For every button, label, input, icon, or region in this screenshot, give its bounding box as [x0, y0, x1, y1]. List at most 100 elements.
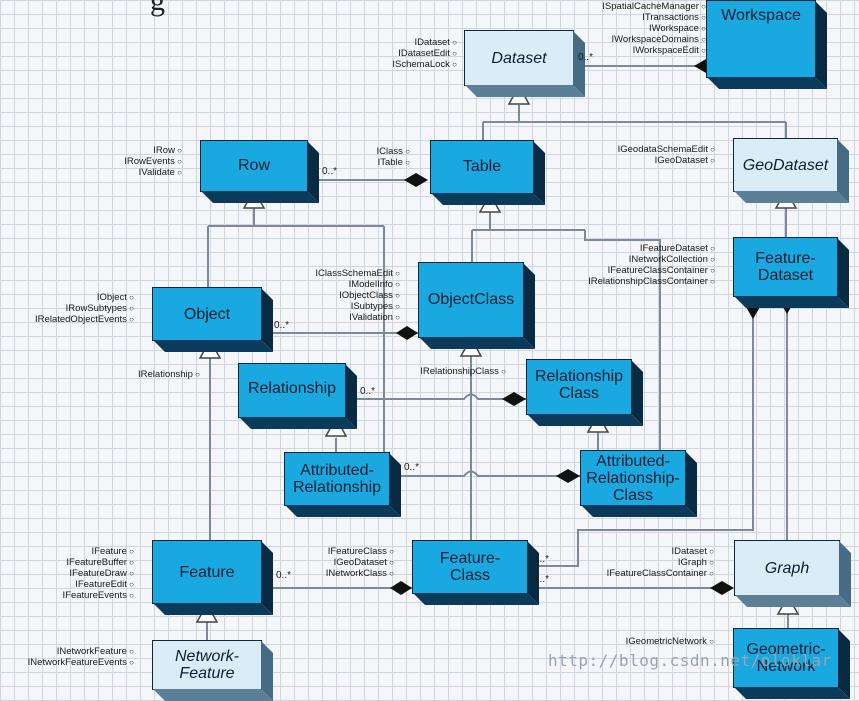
interface-label: IFeatureDataset ○ [639, 243, 715, 254]
interface-label: IFeature ○ [91, 546, 134, 557]
inherit-row-tree [207, 208, 385, 452]
interface-label: INetworkClass ○ [325, 568, 394, 579]
class-attributed-relationship[interactable]: Attributed- Relationship [284, 452, 390, 506]
watermark: http://blog.csdn.net/oloklar [548, 651, 832, 670]
diamond-relclass [502, 392, 526, 406]
lollipop-icon: ○ [126, 304, 134, 313]
interface-label: IRelatedObjectEvents ○ [35, 314, 134, 325]
class-featureclass[interactable]: Feature- Class [412, 540, 528, 594]
class-feature-dataset[interactable]: Feature- Dataset [733, 237, 838, 297]
class-feature[interactable]: Feature [152, 540, 262, 604]
lollipop-icon: ○ [386, 558, 394, 567]
interface-label: IFeatureBuffer ○ [66, 557, 134, 568]
lollipop-icon: ○ [707, 255, 715, 264]
lollipop-icon: ○ [126, 658, 134, 667]
lollipop-icon: ○ [707, 244, 715, 253]
lollipop-icon: ○ [707, 277, 715, 286]
lollipop-icon: ○ [126, 293, 134, 302]
interfaces-dataset: IDataset ○IDatasetEdit ○ISchemaLock ○ [392, 37, 457, 70]
lollipop-icon: ○ [392, 280, 400, 289]
lollipop-icon: ○ [126, 647, 134, 656]
assoc-relationship-relclass [356, 393, 526, 400]
lollipop-icon: ○ [707, 156, 715, 165]
interface-label: IRowSubtypes ○ [65, 303, 134, 314]
diamond-graph [710, 581, 734, 595]
lollipop-icon: ○ [174, 146, 182, 155]
interface-label: INetworkFeatureEvents ○ [27, 657, 134, 668]
title-fragment: g [150, 0, 165, 17]
interfaces-featureclass: IFeatureClass ○IGeoDataset ○INetworkClas… [326, 546, 394, 579]
lollipop-icon: ○ [402, 158, 410, 167]
class-attributed-relationship-class[interactable]: Attributed- Relationship- Class [580, 450, 686, 506]
interface-label: IGraph ○ [677, 557, 714, 568]
class-objectclass[interactable]: ObjectClass [418, 262, 524, 338]
interfaces-feature-dataset: IFeatureDataset ○INetworkCollection ○IFe… [588, 243, 715, 287]
interface-label: IFeatureClassContainer ○ [606, 568, 714, 579]
interface-label: ISchemaLock ○ [392, 59, 457, 70]
lollipop-icon: ○ [698, 24, 706, 33]
interfaces-relationship-class: IRelationshipClass ○ [420, 366, 506, 377]
lollipop-icon: ○ [698, 2, 706, 11]
interfaces-graph: IDataset ○IGraph ○IFeatureClassContainer… [607, 546, 714, 579]
assoc-featuredataset-featureclass [528, 310, 754, 567]
class-table[interactable]: Table [430, 140, 534, 194]
mult-row-table: 0..* [322, 166, 338, 177]
interface-label: INetworkFeature ○ [56, 646, 134, 657]
interface-label: IClass ○ [376, 146, 410, 157]
interfaces-feature: IFeature ○IFeatureBuffer ○IFeatureDraw ○… [63, 546, 134, 601]
lollipop-icon: ○ [386, 569, 394, 578]
class-object[interactable]: Object [152, 287, 262, 341]
class-relationship[interactable]: Relationship [238, 363, 346, 418]
mult-dataset-workspace: 0..* [578, 52, 594, 63]
interface-label: IFeatureDraw ○ [69, 568, 134, 579]
lollipop-icon: ○ [126, 547, 134, 556]
interface-label: IGeoDataset ○ [654, 155, 715, 166]
interface-label: ITable ○ [377, 157, 410, 168]
interface-label: INetworkCollection ○ [628, 254, 715, 265]
interface-label: IRelationship ○ [138, 369, 200, 380]
mult-attrrel-attrrelclass: 0..* [404, 462, 420, 473]
class-row[interactable]: Row [200, 140, 308, 192]
interface-label: IRelationshipClass ○ [420, 366, 506, 377]
lollipop-icon: ○ [192, 370, 200, 379]
lollipop-icon: ○ [126, 569, 134, 578]
interface-label: IWorkspaceEdit ○ [632, 45, 706, 56]
mult-relationship-relclass: 0..* [360, 386, 376, 397]
interface-label: IGeoDataset ○ [333, 557, 394, 568]
interfaces-row: IRow ○IRowEvents ○IValidate ○ [124, 145, 182, 178]
mult-featureclass-graph: 1..* [534, 574, 550, 585]
lollipop-icon: ○ [706, 637, 714, 646]
class-network-feature[interactable]: Network- Feature [152, 640, 262, 690]
interfaces-geometric-network: IGeometricNetwork ○ [626, 636, 714, 647]
lollipop-icon: ○ [449, 60, 457, 69]
lollipop-icon: ○ [706, 558, 714, 567]
mult-featureclass-featuredataset: 1..* [534, 554, 550, 565]
class-geodataset[interactable]: GeoDataset [733, 138, 838, 192]
interface-label: IModelInfo ○ [348, 279, 400, 290]
class-geometric-network[interactable]: Geometric- Network [733, 628, 839, 688]
interface-label: IFeatureClass ○ [327, 546, 394, 557]
lollipop-icon: ○ [706, 547, 714, 556]
class-workspace[interactable]: Workspace [706, 0, 816, 78]
assoc-attrrel-attrrelclass [396, 470, 580, 477]
interfaces-object: IObject ○IRowSubtypes ○IRelatedObjectEve… [35, 292, 134, 325]
lollipop-icon: ○ [707, 266, 715, 275]
interface-label: IDataset ○ [414, 37, 457, 48]
interface-label: IGeodataSchemaEdit ○ [617, 144, 715, 155]
interface-label: IFeatureClassContainer ○ [607, 265, 715, 276]
class-relationship-class[interactable]: Relationship Class [526, 359, 632, 415]
class-dataset[interactable]: Dataset [464, 30, 574, 86]
inherit-dataset-tree [482, 105, 787, 140]
lollipop-icon: ○ [126, 591, 134, 600]
lollipop-icon: ○ [698, 35, 706, 44]
class-graph[interactable]: Graph [734, 540, 840, 596]
uml-class-diagram: g [0, 0, 859, 684]
interface-label: IRelationshipClassContainer ○ [588, 276, 715, 287]
interface-label: IRowEvents ○ [124, 156, 182, 167]
interface-label: IWorkspace ○ [648, 23, 706, 34]
diamond-objectclass [396, 326, 418, 340]
interface-label: ISpatialCacheManager ○ [602, 1, 706, 12]
lollipop-icon: ○ [126, 558, 134, 567]
lollipop-icon: ○ [126, 315, 134, 324]
mult-feature-featureclass: 0..* [276, 570, 292, 581]
